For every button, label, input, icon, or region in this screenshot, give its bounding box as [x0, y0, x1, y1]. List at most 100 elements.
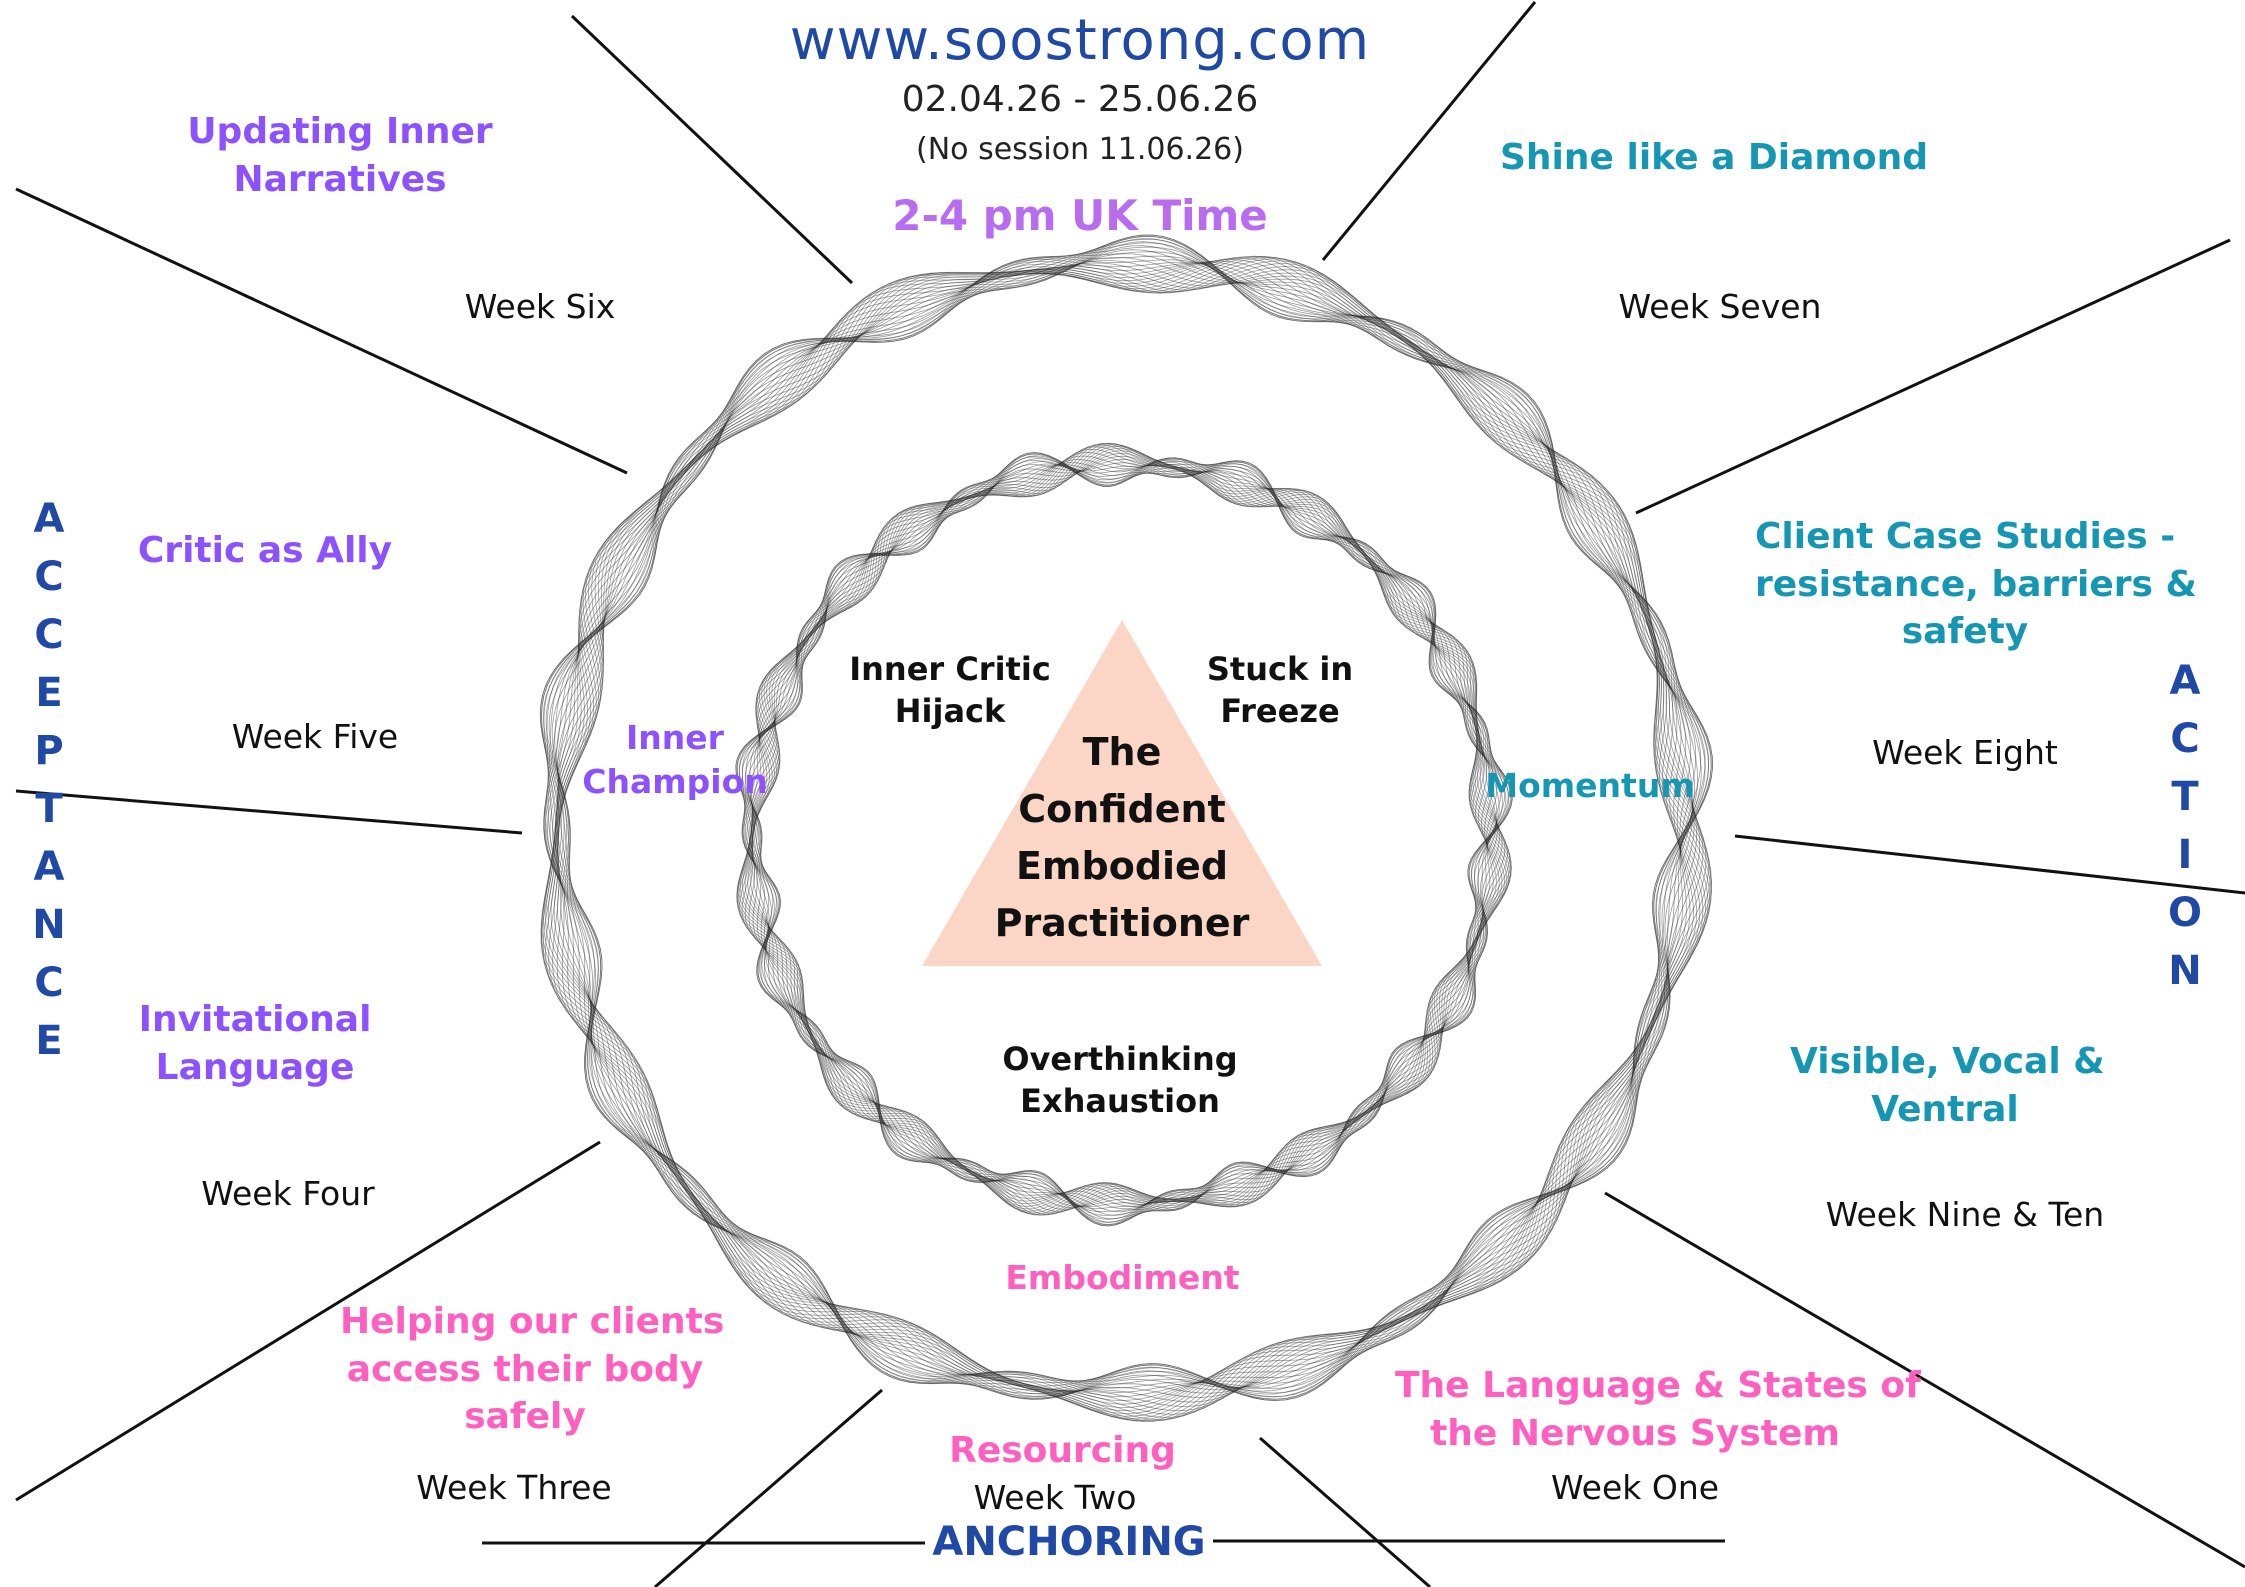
corner-stuck-in-freeze: Stuck in Freeze: [1170, 648, 1390, 732]
ring-strand: [549, 261, 1697, 1398]
week-two-label: Week Two: [973, 1478, 1137, 1517]
ring-strand: [552, 256, 1709, 1415]
ring-strand: [543, 266, 1704, 1417]
ring-strand: [737, 443, 1512, 1216]
ring-strand: [547, 262, 1698, 1412]
phase-letter: E: [35, 1018, 63, 1064]
ring-strand: [540, 260, 1711, 1422]
ring-strand: [545, 264, 1701, 1414]
topic-week-nine-ten: Visible, Vocal & Ventral: [1790, 1038, 2105, 1133]
week-five-label: Week Five: [231, 717, 399, 756]
ring-strand: [736, 443, 1511, 1214]
phase-letter: O: [2167, 890, 2202, 936]
topic-week-one: The Language & States of the Nervous Sys…: [1395, 1362, 1921, 1457]
phase-letter: C: [34, 554, 64, 600]
outer-wave-ring: [539, 234, 1714, 1422]
ring-strand: [738, 445, 1508, 1210]
divider-line-top-left: [570, 14, 854, 285]
topic-line: Narratives: [233, 158, 447, 200]
ring-strand: [548, 245, 1702, 1393]
ring-strand: [736, 442, 1512, 1215]
topic-line: safely: [464, 1396, 586, 1438]
topic-week-eight: Client Case Studies - resistance, barrie…: [1755, 513, 2197, 656]
divider-line-bottom-right: [1259, 1436, 1431, 1587]
divider-line-top-right: [1321, 1, 1537, 261]
ring-strand: [742, 458, 1497, 1211]
divider-line-mid-right: [1734, 834, 2245, 895]
ring-strand: [550, 260, 1694, 1409]
ring-strand: [543, 238, 1710, 1398]
ring-strand: [542, 238, 1710, 1398]
topic-line: safety: [1901, 611, 2029, 653]
phase-letter: A: [2169, 658, 2201, 704]
week-four-label: Week Four: [201, 1174, 375, 1213]
week-eight-label: Week Eight: [1872, 733, 2058, 772]
ring-strand: [747, 455, 1497, 1210]
ring-strand: [541, 258, 1712, 1422]
topic-line: Helping our clients: [340, 1301, 725, 1342]
phase-letter: C: [34, 612, 64, 658]
ring-strand: [744, 452, 1500, 1207]
ring-strand: [548, 255, 1711, 1418]
phase-letter: E: [35, 670, 63, 716]
ring-strand: [539, 234, 1714, 1401]
ring-strand: [545, 255, 1712, 1421]
divider-line-upper-left: [15, 187, 628, 475]
topic-line: resistance, barriers &: [1755, 563, 2197, 605]
topic-line: access their body: [346, 1348, 704, 1390]
topic-week-five: Critic as Ally: [120, 527, 410, 575]
ring-strand: [736, 444, 1510, 1212]
corner-inner-critic-hijack: Inner Critic Hijack: [830, 648, 1070, 732]
phase-letter: C: [34, 960, 64, 1006]
corner-line: Stuck in: [1206, 650, 1354, 688]
topic-line: Critic as Ally: [137, 530, 393, 571]
phase-anchoring: ANCHORING: [932, 1519, 1206, 1565]
center-title-line: The: [1082, 730, 1162, 774]
topic-line: Visible, Vocal &: [1790, 1041, 2105, 1082]
ring-strand: [747, 458, 1498, 1213]
ring-strand: [552, 260, 1701, 1403]
divider-line-upper-right: [1635, 238, 2231, 515]
phase-letter: I: [2177, 832, 2193, 878]
topic-line: Ventral: [1871, 1088, 2019, 1130]
ring-strand: [744, 448, 1508, 1214]
ring-strand: [543, 251, 1699, 1399]
center-title-line: Practitioner: [994, 901, 1250, 945]
phase-letter: P: [34, 728, 64, 774]
ring-strand: [739, 448, 1506, 1207]
website-url[interactable]: www.soostrong.com: [789, 8, 1371, 73]
ring-strand: [736, 453, 1512, 1226]
divider-line-mid-left: [15, 789, 523, 835]
ring-strand: [540, 235, 1712, 1400]
divider-line-bottom-left: [654, 1388, 883, 1587]
ring-strand: [741, 446, 1510, 1215]
topic-week-three: Helping our clients access their body sa…: [340, 1298, 725, 1441]
corner-line: Overthinking: [1002, 1040, 1238, 1078]
week-seven-label: Week Seven: [1618, 287, 1822, 326]
ring-strand: [741, 457, 1498, 1212]
ring-strand: [551, 249, 1697, 1398]
topic-week-two: Resourcing: [940, 1427, 1185, 1475]
week-six-label: Week Six: [464, 287, 616, 326]
center-title: The Confident Embodied Practitioner: [972, 724, 1272, 952]
ring-label-line: Inner: [626, 718, 724, 757]
ring-strand: [546, 242, 1706, 1395]
phase-letter: A: [33, 844, 65, 890]
center-title-line: Confident: [1018, 787, 1226, 831]
ring-label-inner-champion: Inner Champion: [560, 716, 790, 803]
session-time: 2-4 pm UK Time: [892, 191, 1268, 240]
divider-lines: [15, 1, 2245, 1587]
ring-strand: [543, 255, 1696, 1400]
ring-strand: [741, 457, 1500, 1213]
ring-strand: [554, 253, 1692, 1401]
ring-strand: [748, 455, 1503, 1210]
ring-strand: [741, 459, 1506, 1220]
ring-strand: [541, 266, 1706, 1419]
ring-strand: [735, 452, 1513, 1227]
ring-strand: [540, 263, 1709, 1421]
ring-strand: [545, 246, 1702, 1398]
phase-letter: C: [2170, 716, 2200, 762]
topic-week-six: Updating Inner Narratives: [180, 108, 500, 203]
